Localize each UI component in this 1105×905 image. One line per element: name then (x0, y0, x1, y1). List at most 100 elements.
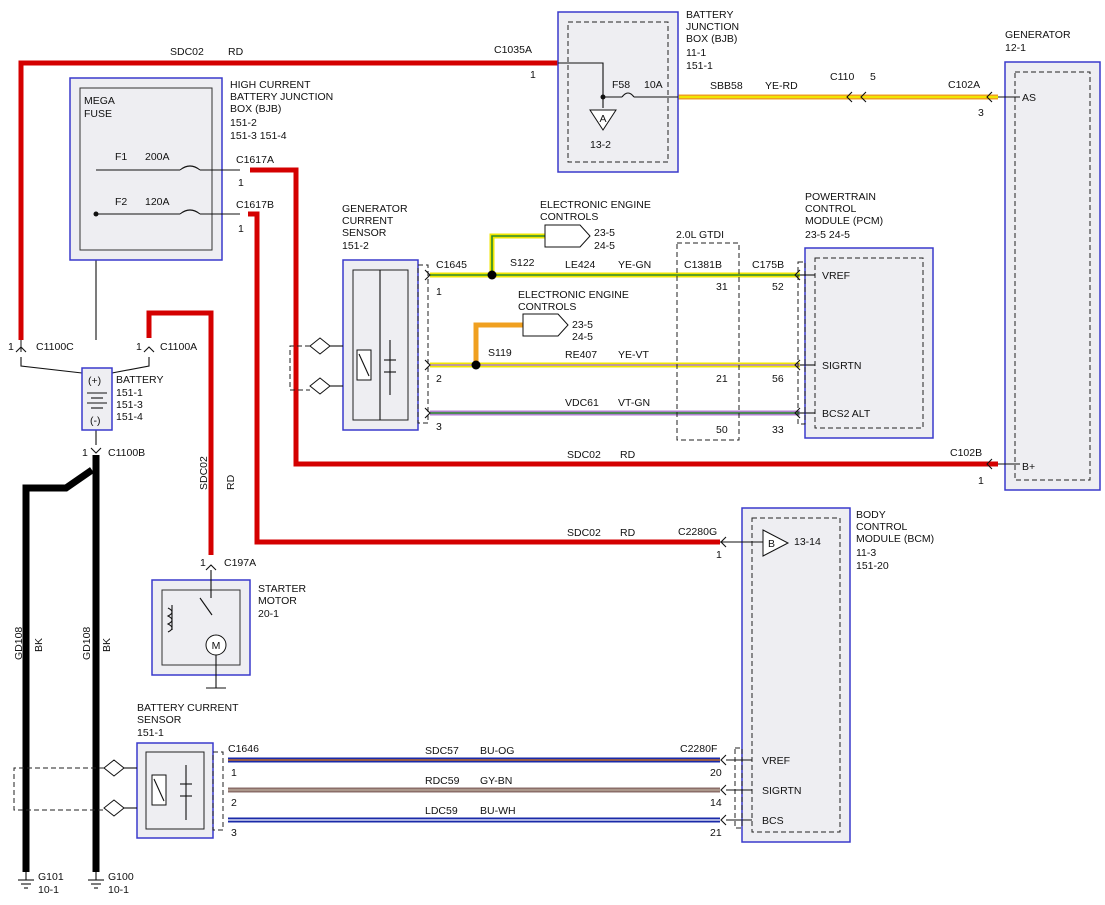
label-pins-one: 1 (530, 69, 536, 81)
label-components-hcbjb-inner-1: FUSE (84, 108, 112, 120)
label-grounds-g100_ref: 10-1 (108, 884, 129, 896)
label-circuits-sbb58: SBB58 (710, 80, 743, 92)
label-pins-one: 1 (82, 447, 88, 459)
label-connectors-c110_pin: 5 (870, 71, 876, 83)
label-pins-p33: 33 (772, 424, 784, 436)
label-circuits-bk: BK (33, 638, 45, 652)
battery-box (81, 367, 113, 431)
label-circuits-re407: RE407 (565, 349, 597, 361)
label-components-hcbjb-refs-0: 151-2 (230, 117, 257, 129)
label-components-eec2-refs-1: 24-5 (572, 331, 593, 343)
label-circuits-le424: LE424 (565, 259, 596, 271)
bcm-ref-triangle (762, 529, 790, 557)
label-components-bjb-refs-0: 11-1 (686, 47, 706, 59)
label-components-bcs_sensor-title-1: SENSOR (137, 714, 182, 726)
label-circuits-sdc02: SDC02 (567, 527, 601, 539)
ground-g101-icon (18, 872, 34, 889)
bcs-diamond-top (103, 759, 125, 777)
label-components-eec2-title-1: CONTROLS (518, 301, 576, 313)
label-circuits-ldc59: LDC59 (425, 805, 458, 817)
label-components-bcm-tri: B (768, 538, 775, 550)
ground-g100-icon (88, 872, 104, 889)
label-components-bjb-tri_ref: 13-2 (590, 139, 611, 151)
label-grounds-g101: G101 (38, 871, 64, 883)
label-components-battery-title: BATTERY (116, 374, 163, 386)
label-components-hcbjb-inner-0: MEGA (84, 95, 115, 107)
label-circuits-bu_og: BU-OG (480, 745, 514, 757)
label-components-bjb-rating: 10A (644, 79, 663, 91)
label-connectors-c102b: C102B (950, 447, 982, 459)
label-components-hcbjb-f2: F2 (115, 196, 127, 208)
label-components-gen_sensor-title-0: GENERATOR (342, 203, 408, 215)
gen-sensor-diamond-bottom (309, 377, 331, 395)
wire-sdc02-generator (250, 167, 998, 467)
label-components-hcbjb-refs-1: 151-3 151-4 (230, 130, 287, 142)
label-components-gtdi: 2.0L GTDI (676, 229, 724, 241)
label-pins-p52: 52 (772, 281, 784, 293)
label-pins-p56: 56 (772, 373, 784, 385)
label-components-bcm-title-1: CONTROL (856, 521, 907, 533)
label-circuits-rd: RD (620, 449, 636, 461)
label-components-bjb-refs-1: 151-1 (686, 60, 713, 72)
label-components-bcm-refs-0: 11-3 (856, 547, 876, 559)
bcm-box (741, 507, 851, 843)
label-components-hcbjb-f1_rating: 200A (145, 151, 170, 163)
splice-s119 (471, 360, 481, 370)
label-circuits-sdc02: SDC02 (198, 456, 210, 490)
label-circuits-bk: BK (101, 638, 113, 652)
label-components-bcm-vref: VREF (762, 755, 790, 767)
label-pins-p20: 20 (710, 767, 722, 779)
generator-box (1004, 61, 1101, 491)
label-components-bcm-refs-1: 151-20 (856, 560, 889, 572)
label-splices-s119: S119 (488, 347, 512, 359)
label-components-starter-title-1: MOTOR (258, 595, 297, 607)
bcs-diamond-bottom (103, 799, 125, 817)
label-components-bcm-bcs: BCS (762, 815, 784, 827)
label-components-bjb-title-0: BATTERY (686, 9, 733, 21)
label-components-generator-as: AS (1022, 92, 1036, 104)
label-components-bcm-tri_ref: 13-14 (794, 536, 821, 548)
label-pins-one: 1 (436, 286, 442, 298)
label-pins-p21: 21 (716, 373, 728, 385)
label-pins-p14: 14 (710, 797, 722, 809)
label-components-hcbjb-title-0: HIGH CURRENT (230, 79, 311, 91)
label-pins-one: 1 (136, 341, 142, 353)
label-pins-one: 1 (8, 341, 14, 353)
label-grounds-g101_ref: 10-1 (38, 884, 59, 896)
label-connectors-c1646: C1646 (228, 743, 259, 755)
label-components-hcbjb-title-2: BOX (BJB) (230, 103, 281, 115)
bjb-box (557, 11, 679, 173)
label-components-eec2-refs-0: 23-5 (572, 319, 593, 331)
label-pins-one: 1 (231, 767, 237, 779)
label-components-eec1-refs-0: 23-5 (594, 227, 615, 239)
starter-box (151, 579, 251, 676)
label-connectors-c2280f: C2280F (680, 743, 717, 755)
label-components-gen_sensor-title-1: CURRENT (342, 215, 394, 227)
pcm-box (804, 247, 934, 439)
gtdi-box (676, 242, 740, 441)
label-components-battery-plus: (+) (88, 375, 101, 387)
label-splices-s122: S122 (510, 257, 535, 269)
label-circuits-ye_gn: YE-GN (618, 259, 651, 271)
label-connectors-c1645: C1645 (436, 259, 467, 271)
label-components-bcm-title-0: BODY (856, 509, 886, 521)
label-components-bjb-title-2: BOX (BJB) (686, 33, 737, 45)
label-circuits-bu_wh: BU-WH (480, 805, 516, 817)
eec2-block (522, 313, 569, 337)
label-components-battery-refs-0: 151-1 (116, 387, 143, 399)
label-circuits-ye_rd: YE-RD (765, 80, 798, 92)
label-connectors-c197a: C197A (224, 557, 256, 569)
bjb-ref-triangle (589, 109, 617, 131)
label-pins-one: 1 (238, 177, 244, 189)
label-circuits-rd: RD (228, 46, 244, 58)
label-pins-one: 1 (978, 475, 984, 487)
label-pins-p50: 50 (716, 424, 728, 436)
label-circuits-gd108: GD108 (81, 627, 93, 660)
label-connectors-c1100b: C1100B (108, 447, 145, 459)
label-components-bcm-title-2: MODULE (BCM) (856, 533, 934, 545)
label-grounds-g100: G100 (108, 871, 134, 883)
label-components-pcm-bcs2: BCS2 ALT (822, 408, 871, 420)
wire-sdc02-starter (146, 310, 214, 555)
label-connectors-c175b: C175B (752, 259, 784, 271)
